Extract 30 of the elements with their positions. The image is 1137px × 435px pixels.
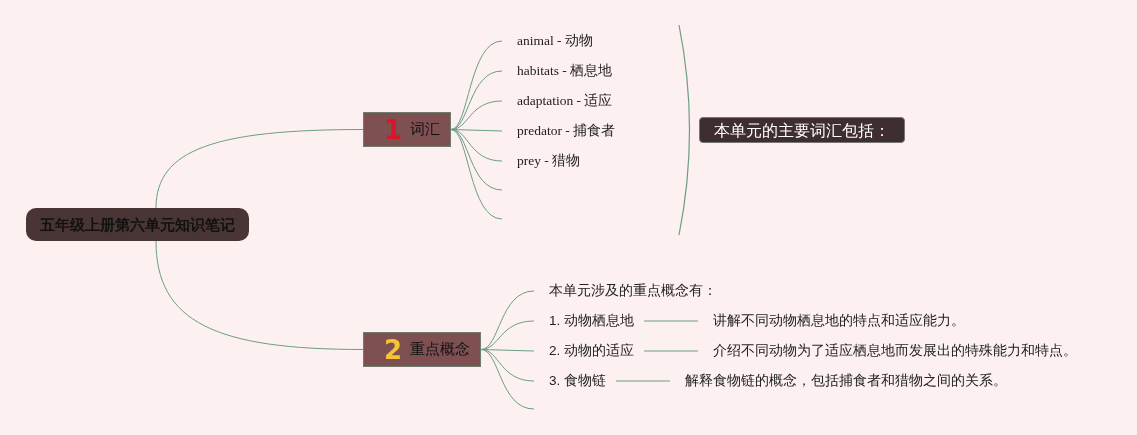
concept-description: 介绍不同动物为了适应栖息地而发展出的特殊能力和特点。 bbox=[698, 339, 1077, 363]
concept-item: 3. 食物链 bbox=[534, 369, 606, 393]
connector bbox=[155, 129, 364, 209]
concept-description: 讲解不同动物栖息地的特点和适应能力。 bbox=[698, 309, 965, 333]
vocabulary-item: predator - 捕食者 bbox=[502, 119, 616, 143]
connector bbox=[643, 320, 699, 322]
connector bbox=[450, 129, 503, 220]
topic-box bbox=[363, 332, 482, 367]
number-marker: 2 bbox=[384, 334, 403, 365]
vocabulary-item: prey - 猎物 bbox=[502, 149, 581, 173]
number-marker: 1 bbox=[384, 114, 403, 145]
topic-label: 重点概念 bbox=[410, 340, 471, 359]
connector bbox=[480, 320, 535, 350]
concept-item: 2. 动物的适应 bbox=[534, 339, 634, 363]
vocabulary-item: animal - 动物 bbox=[502, 29, 593, 53]
vocabulary-item: habitats - 栖息地 bbox=[502, 59, 613, 83]
connector bbox=[643, 350, 699, 352]
vocabulary-item: adaptation - 适应 bbox=[502, 89, 613, 113]
summary-box: 本单元的主要词汇包括： bbox=[699, 117, 905, 143]
connector bbox=[155, 240, 364, 350]
central-topic: 五年级上册第六单元知识笔记 bbox=[26, 208, 249, 241]
concept-heading: 本单元涉及的重点概念有： bbox=[534, 279, 717, 303]
concept-description: 解释食物链的概念，包括捕食者和猎物之间的关系。 bbox=[670, 369, 1007, 393]
concept-item: 1. 动物栖息地 bbox=[534, 309, 634, 333]
connector bbox=[615, 380, 671, 382]
connector bbox=[450, 40, 503, 130]
connector bbox=[480, 349, 535, 410]
connector bbox=[450, 100, 503, 130]
topic-label: 词汇 bbox=[410, 120, 441, 139]
topic-box bbox=[363, 112, 452, 147]
